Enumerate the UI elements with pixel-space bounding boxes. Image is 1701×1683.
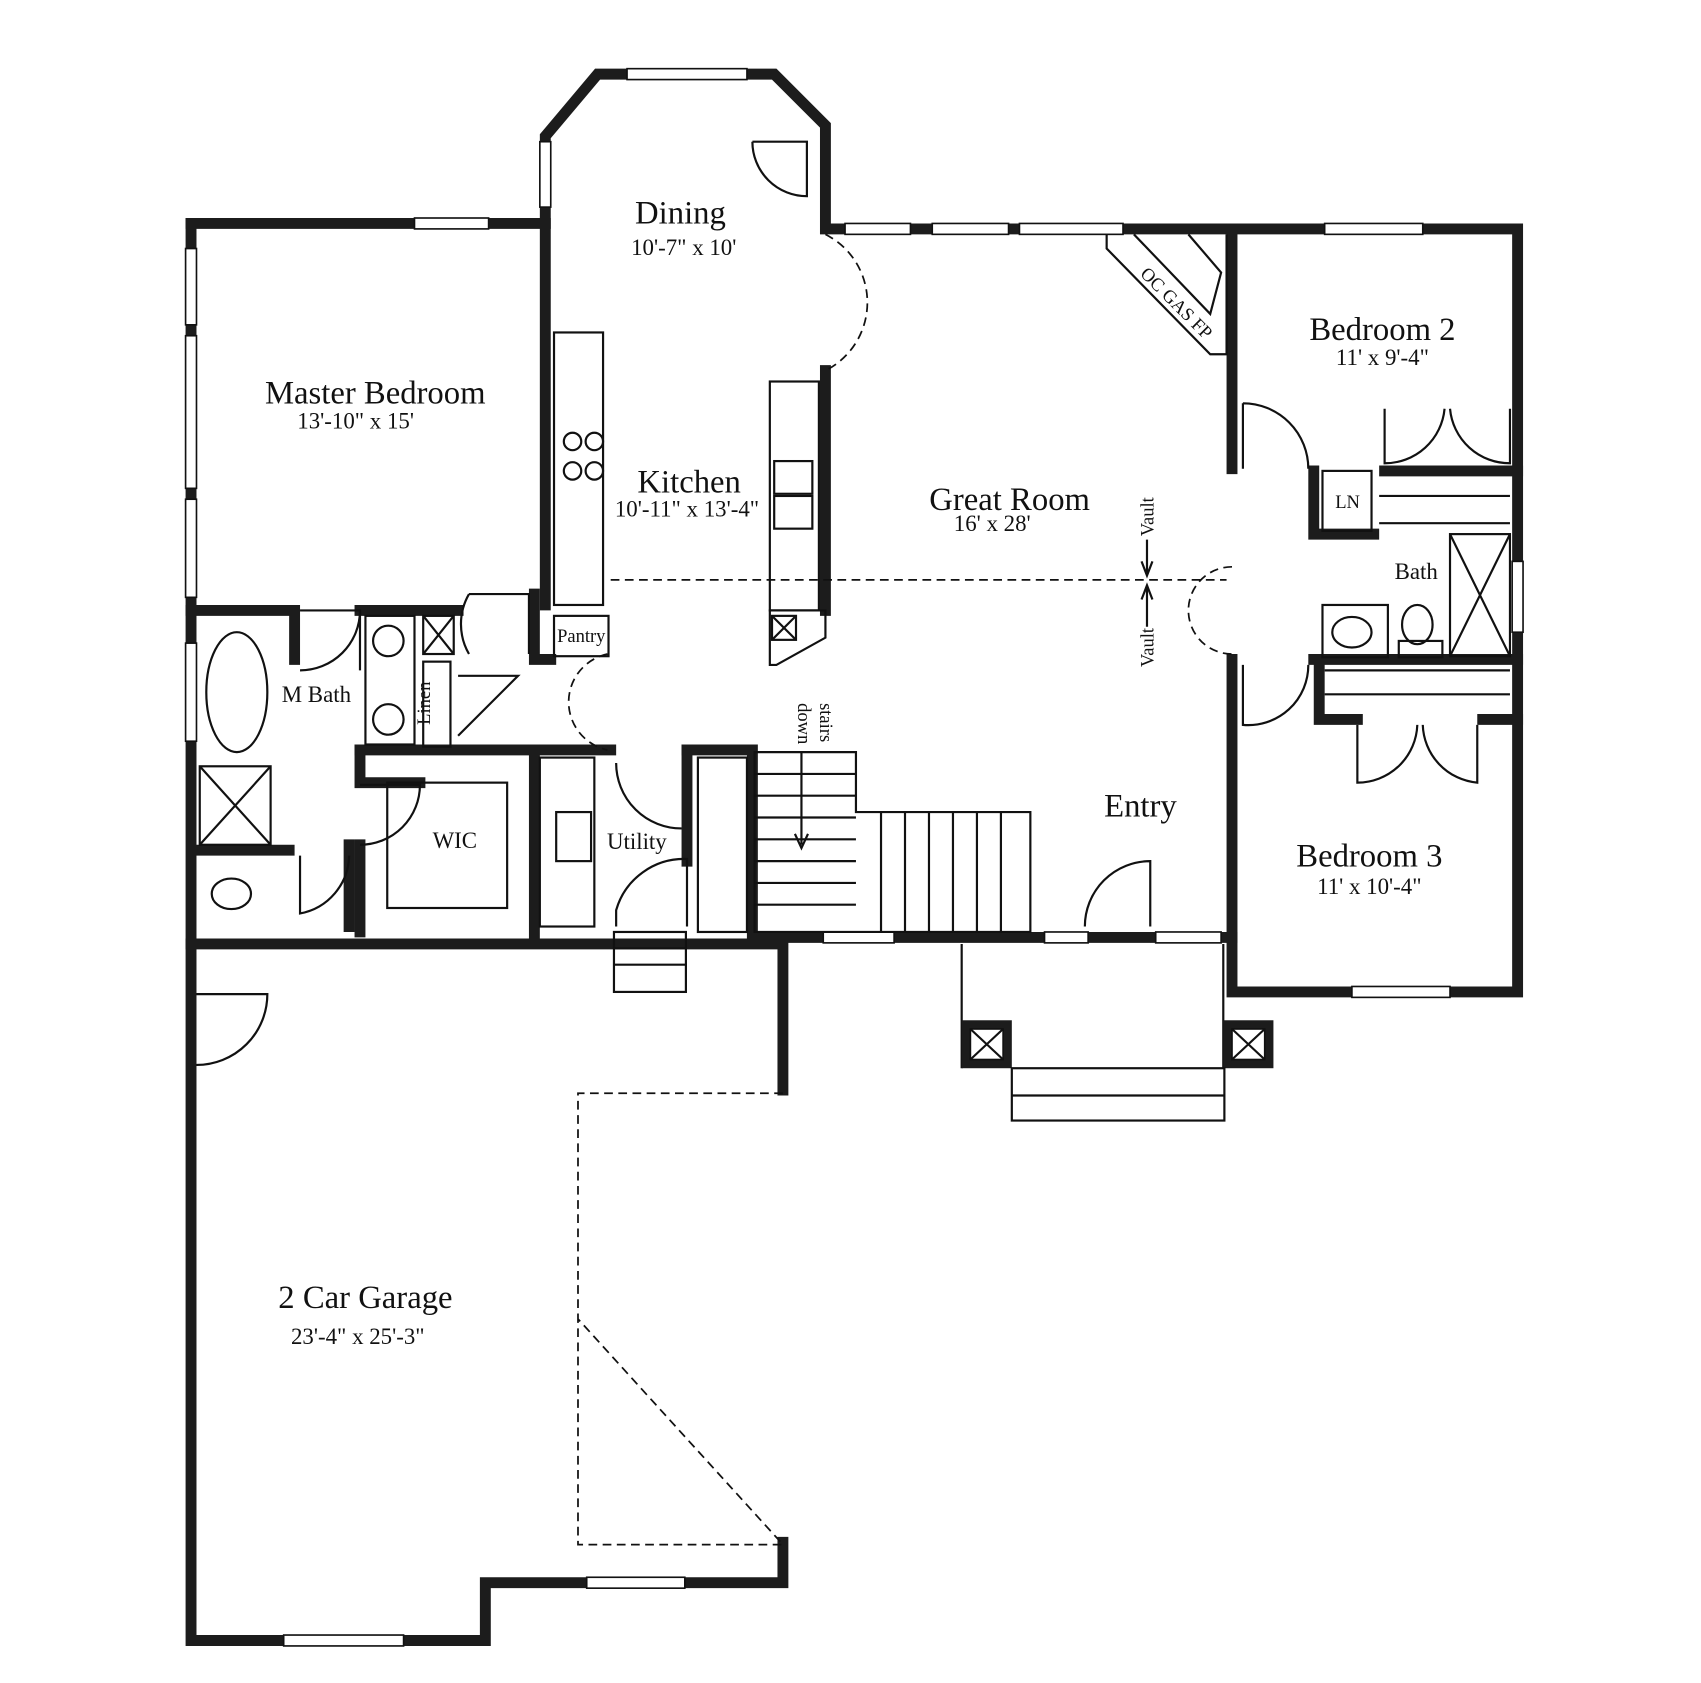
vault-bottom-label: Vault	[1138, 627, 1159, 667]
linen-name: Linen	[414, 682, 435, 725]
bedroom3-name: Bedroom 3	[1296, 839, 1442, 875]
bedroom3-dim: 11' x 10'-4"	[1317, 874, 1421, 899]
great-room-name: Great Room	[929, 482, 1090, 518]
kitchen-name: Kitchen	[637, 465, 740, 501]
entry-name: Entry	[1104, 788, 1177, 824]
fireplace-label: OC GAS FP	[1136, 263, 1216, 343]
garage-name: 2 Car Garage	[278, 1280, 452, 1316]
porch	[960, 943, 1274, 1122]
bedroom2-dim: 11' x 9'-4"	[1336, 345, 1429, 370]
great-room-dim: 16' x 28'	[954, 511, 1031, 536]
bedroom2-name: Bedroom 2	[1309, 312, 1455, 348]
stairs: down stairs	[612, 703, 1032, 994]
fixtures	[198, 331, 1512, 928]
dining-name: Dining	[635, 195, 726, 231]
utility-name: Utility	[607, 829, 667, 854]
pantry-name: Pantry	[557, 626, 606, 647]
bath-name: Bath	[1395, 559, 1439, 584]
interior-walls	[185, 218, 1524, 943]
stairs-word-label: stairs	[815, 703, 836, 742]
windows	[184, 67, 1524, 1647]
garage-dim: 23'-4" x 25'-3"	[291, 1324, 425, 1349]
ln-name: LN	[1335, 492, 1360, 513]
doors	[196, 140, 1512, 1067]
master-name: Master Bedroom	[265, 375, 486, 411]
wic-name: WIC	[433, 828, 477, 853]
vault-arrows: Vault Vault	[1138, 496, 1159, 667]
stairs-down-label: down	[793, 703, 814, 744]
mbath-name: M Bath	[282, 682, 352, 707]
master-dim: 13'-10" x 15'	[297, 408, 414, 433]
dining-dim: 10'-7" x 10'	[631, 235, 736, 260]
fireplace: OC GAS FP	[1105, 233, 1228, 356]
kitchen-dim: 10'-11" x 13'-4"	[615, 497, 759, 522]
garage-door-swing	[577, 1092, 785, 1546]
vault-top-label: Vault	[1138, 496, 1159, 536]
room-labels: Dining 10'-7" x 10' Master Bedroom 13'-1…	[265, 195, 1456, 1349]
